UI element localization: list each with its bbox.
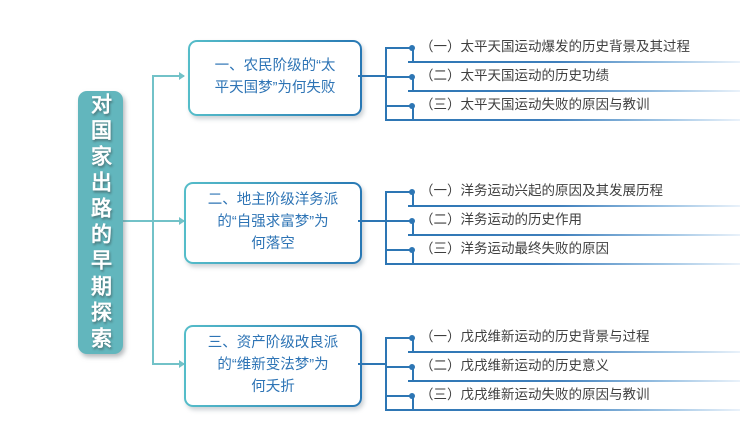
branch-topic-3-box: 三、资产阶级改良派 的“维新变法梦”为 何夭折 bbox=[186, 327, 360, 405]
underline-2-3 bbox=[386, 263, 740, 265]
connector-drop-3-3 bbox=[412, 395, 414, 411]
branch-topic-2-label: 二、地主阶级洋务派 的“自强求富梦”为 何落空 bbox=[207, 192, 339, 252]
subtopic-3-3[interactable]: （三）戊戌维新运动失败的原因与教训 bbox=[420, 387, 650, 402]
underline-3-1 bbox=[408, 351, 740, 353]
connector-leaf-2-3 bbox=[386, 249, 412, 251]
underline-1-2 bbox=[408, 90, 740, 92]
connector-to-branch-1 bbox=[152, 75, 184, 77]
branch-topic-2-box: 二、地主阶级洋务派 的“自强求富梦”为 何落空 bbox=[186, 184, 360, 262]
subtopic-2-2[interactable]: （二）洋务运动的历史作用 bbox=[420, 212, 582, 227]
connector-trunk-vertical bbox=[152, 75, 154, 365]
branch-topic-3-label: 三、资产阶级改良派 的“维新变法梦”为 何夭折 bbox=[207, 335, 339, 395]
connector-drop-1-2 bbox=[412, 76, 414, 92]
branch-topic-1-label: 一、农民阶级的“太 平天国梦”为何失败 bbox=[214, 58, 336, 96]
subtopic-1-3[interactable]: （三）太平天国运动失败的原因与教训 bbox=[420, 97, 650, 112]
connector-branch-2-out bbox=[358, 220, 386, 222]
underline-1-1 bbox=[408, 61, 740, 63]
branch-topic-1-box: 一、农民阶级的“太 平天国梦”为何失败 bbox=[190, 42, 360, 114]
branch-topic-2[interactable]: 二、地主阶级洋务派 的“自强求富梦”为 何落空 bbox=[184, 182, 362, 264]
subtopic-3-1[interactable]: （一）戊戌维新运动的历史背景与过程 bbox=[420, 329, 650, 344]
root-topic[interactable]: 对国家出路的早期探索 bbox=[78, 91, 123, 354]
connector-leaf-2-1 bbox=[386, 191, 412, 193]
underline-2-2 bbox=[408, 234, 740, 236]
connector-drop-3-1 bbox=[412, 337, 414, 353]
connector-drop-1-1 bbox=[412, 47, 414, 63]
underline-3-2 bbox=[408, 380, 740, 382]
connector-drop-2-3 bbox=[412, 249, 414, 265]
branch-topic-3[interactable]: 三、资产阶级改良派 的“维新变法梦”为 何夭折 bbox=[184, 325, 362, 407]
branch-topic-1[interactable]: 一、农民阶级的“太 平天国梦”为何失败 bbox=[188, 40, 362, 116]
connector-leaf-1-2 bbox=[386, 76, 412, 78]
connector-drop-2-1 bbox=[412, 191, 414, 207]
connector-leaf-3-2 bbox=[386, 366, 412, 368]
connector-branch-1-out bbox=[358, 75, 386, 77]
connector-group-3-vertical bbox=[385, 337, 387, 411]
underline-2-1 bbox=[408, 205, 740, 207]
arrow-icon-branch-2 bbox=[179, 217, 185, 225]
connector-group-1-vertical bbox=[385, 47, 387, 121]
subtopic-1-1[interactable]: （一）太平天国运动爆发的历史背景及其过程 bbox=[420, 39, 690, 54]
connector-branch-3-out bbox=[358, 363, 386, 365]
connector-drop-2-2 bbox=[412, 220, 414, 236]
underline-1-3 bbox=[386, 119, 740, 121]
subtopic-2-3[interactable]: （三）洋务运动最终失败的原因 bbox=[420, 241, 609, 256]
subtopic-2-1[interactable]: （一）洋务运动兴起的原因及其发展历程 bbox=[420, 183, 663, 198]
connector-group-2-vertical bbox=[385, 191, 387, 265]
connector-leaf-3-1 bbox=[386, 337, 412, 339]
connector-drop-1-3 bbox=[412, 105, 414, 121]
root-topic-label: 对国家出路的早期探索 bbox=[88, 92, 113, 353]
connector-to-branch-3 bbox=[152, 363, 184, 365]
subtopic-1-2[interactable]: （二）太平天国运动的历史功绩 bbox=[420, 68, 609, 83]
connector-leaf-1-3 bbox=[386, 105, 412, 107]
underline-3-3 bbox=[386, 409, 740, 411]
connector-leaf-1-1 bbox=[386, 47, 412, 49]
connector-leaf-3-3 bbox=[386, 395, 412, 397]
subtopic-3-2[interactable]: （二）戊戌维新运动的历史意义 bbox=[420, 358, 609, 373]
arrow-icon-branch-3 bbox=[179, 360, 185, 368]
arrow-icon-branch-1 bbox=[179, 72, 185, 80]
connector-leaf-2-2 bbox=[386, 220, 412, 222]
connector-drop-3-2 bbox=[412, 366, 414, 382]
